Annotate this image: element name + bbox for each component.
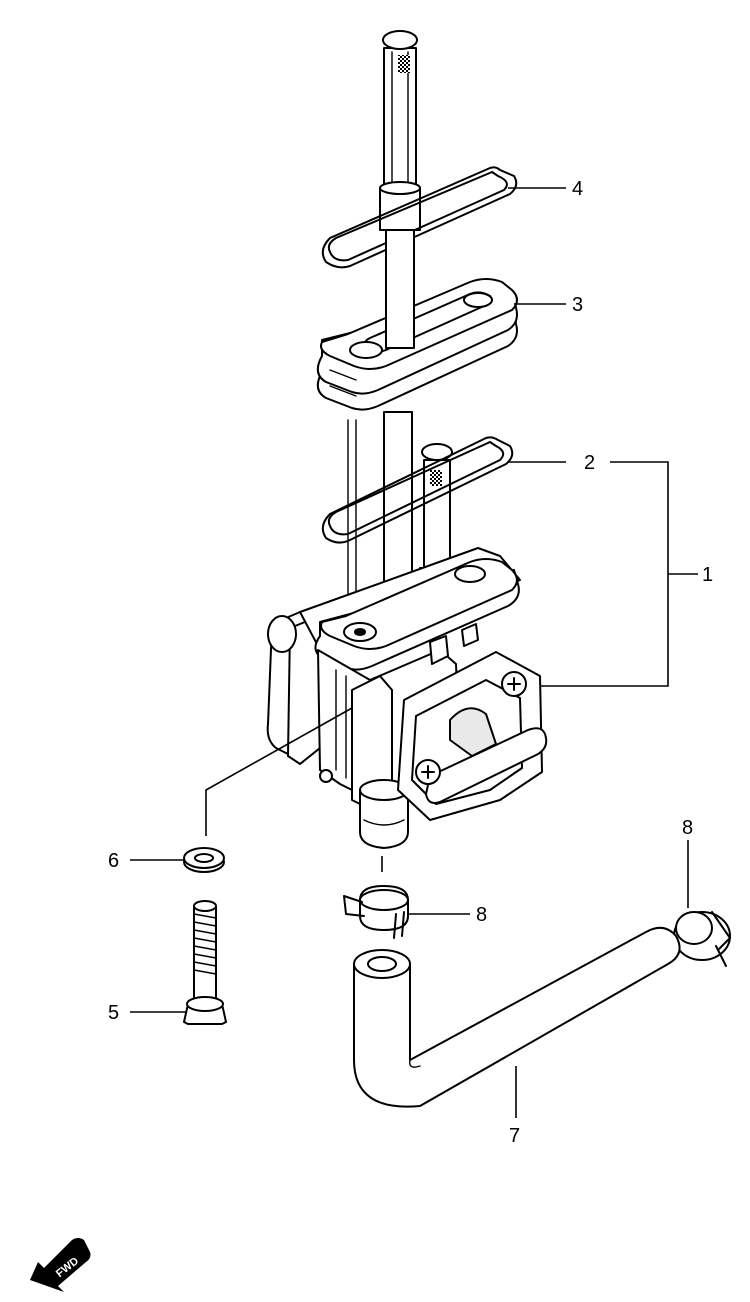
callout-8-right: 8 (682, 817, 693, 839)
hose-clamp-part-8a (343, 885, 409, 939)
filter-screen-part-4 (379, 30, 421, 231)
fwd-arrow-icon (30, 1238, 91, 1292)
bolt-part-5 (183, 900, 227, 1025)
leader-lines (130, 187, 698, 1118)
o-ring-lower-part-2 (321, 436, 514, 544)
fuel-hose-part-7 (353, 926, 681, 1108)
callout-6: 6 (108, 850, 119, 872)
main-pickup-tube (347, 229, 415, 621)
callout-1: 1 (702, 564, 713, 586)
washer-part-6 (183, 847, 225, 873)
callout-3: 3 (572, 294, 583, 316)
callout-4: 4 (572, 178, 583, 200)
callout-5: 5 (108, 1002, 119, 1024)
callout-2: 2 (584, 452, 595, 474)
callout-7: 7 (509, 1125, 520, 1147)
fuel-cock-body-part-1 (266, 547, 548, 849)
hose-clamp-part-8b (673, 911, 731, 967)
callout-8-outlet: 8 (476, 904, 487, 926)
gasket-part-3 (316, 278, 518, 411)
